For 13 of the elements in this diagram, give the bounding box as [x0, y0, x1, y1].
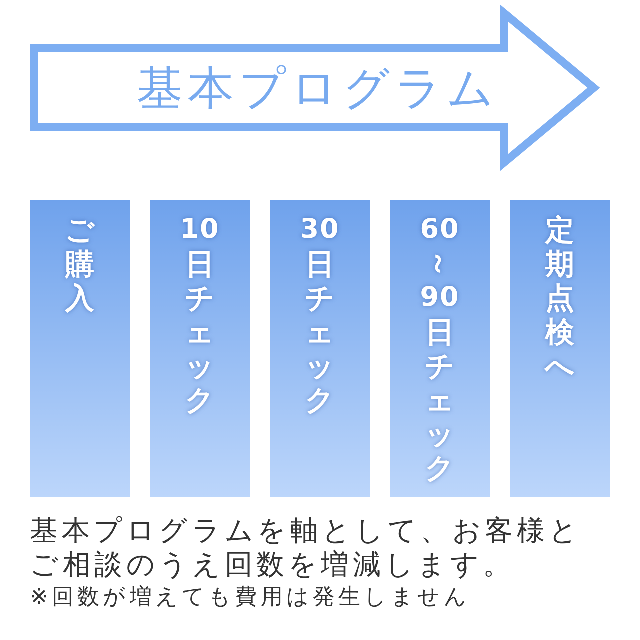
description-text: 基本プログラムを軸として、お客様とご相談のうえ回数を増減します。 [30, 514, 583, 582]
step-bar [30, 200, 130, 497]
step-bar [510, 200, 610, 497]
step-label: 定期点検へ [545, 213, 575, 383]
step-bar [270, 200, 370, 497]
step-label: 30日チェック [300, 213, 340, 417]
step-label: ご購入 [65, 213, 95, 315]
step-bar [150, 200, 250, 497]
step-bar [390, 200, 490, 497]
step-label: 60～90日チェック [420, 213, 460, 485]
arrow-title: 基本プログラム [137, 60, 499, 116]
step-label: 10日チェック [180, 213, 220, 417]
footnote-text: ※回数が増えても費用は発生しません [30, 584, 472, 612]
